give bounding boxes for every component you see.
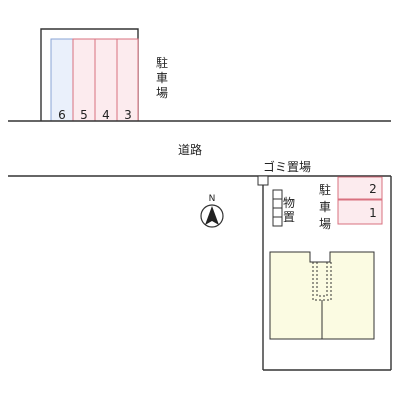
top-lot-slots: 6 5 4 3: [50, 38, 139, 122]
north-label: N: [209, 194, 216, 204]
storage-label-char: 置: [283, 210, 295, 224]
parking-slot-1: [337, 199, 383, 225]
top-lot-label-char: 場: [156, 86, 168, 100]
right-lot-label-char: 場: [319, 217, 331, 231]
parking-slot-number: 4: [102, 108, 110, 122]
storage-label-char: 物: [283, 196, 295, 210]
top-lot-label-char: 車: [156, 71, 168, 85]
top-lot-label-char: 駐: [156, 55, 168, 70]
right-lot-label: 駐 車 場: [319, 182, 331, 231]
building: [269, 251, 375, 340]
north-arrow-icon: N: [200, 194, 224, 228]
right-lot-slots: 2 1: [337, 176, 383, 225]
parking-slot-number: 2: [369, 182, 377, 196]
right-lot-label-char: 車: [319, 200, 331, 214]
parking-slot-number: 6: [58, 108, 66, 122]
top-lot-label: 駐 車 場: [156, 55, 168, 100]
parking-slot-number: 5: [80, 108, 88, 122]
parking-slot-number: 1: [369, 206, 377, 220]
parking-slot-2: [337, 176, 383, 200]
road-label: 道路: [178, 142, 202, 157]
right-lot-label-char: 駐: [319, 182, 331, 197]
parking-slot-number: 3: [124, 108, 132, 122]
storage-shed: 物 置: [272, 189, 295, 227]
garbage-area: [257, 175, 269, 186]
garbage-area-label: ゴミ置場: [263, 159, 311, 174]
